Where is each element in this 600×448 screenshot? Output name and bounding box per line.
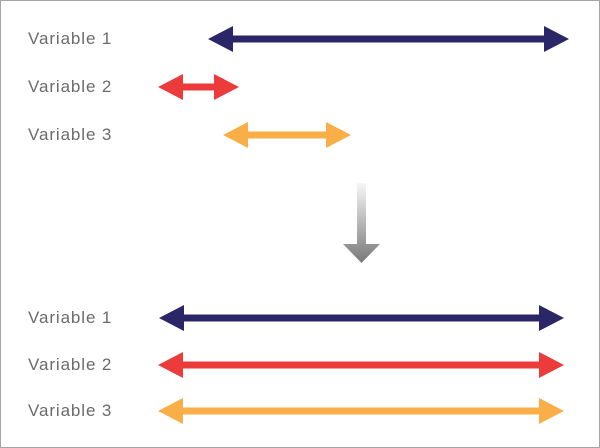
variable-2-label: Variable 2 — [28, 355, 113, 374]
variable-3-label: Variable 3 — [28, 401, 113, 420]
down-arrow-head — [343, 244, 380, 263]
range-arrow-variable-2 — [158, 352, 564, 378]
double-headed-arrow-shape — [208, 26, 569, 52]
row-after-variable-1: Variable 1 — [1, 295, 599, 341]
range-arrow-variable-3 — [158, 398, 564, 424]
variable-1-label: Variable 1 — [28, 29, 113, 48]
range-arrow-variable-2 — [158, 74, 239, 100]
double-headed-arrow-shape — [158, 352, 564, 378]
range-arrow-variable-3 — [223, 122, 351, 148]
variable-1-label: Variable 1 — [28, 308, 113, 327]
row-after-variable-2: Variable 2 — [1, 342, 599, 388]
transform-down-arrow-icon — [343, 183, 380, 263]
double-headed-arrow-shape — [158, 398, 564, 424]
row-before-variable-1: Variable 1 — [1, 16, 599, 62]
row-before-variable-2: Variable 2 — [1, 64, 599, 110]
double-headed-arrow-shape — [158, 74, 239, 100]
double-headed-arrow-shape — [159, 305, 564, 331]
range-arrow-variable-1 — [159, 305, 564, 331]
row-before-variable-3: Variable 3 — [1, 112, 599, 158]
variable-3-label: Variable 3 — [28, 125, 113, 144]
down-arrow-shaft — [357, 183, 366, 245]
double-headed-arrow-shape — [223, 122, 351, 148]
variable-2-label: Variable 2 — [28, 77, 113, 96]
range-arrow-variable-1 — [208, 26, 569, 52]
row-after-variable-3: Variable 3 — [1, 388, 599, 434]
